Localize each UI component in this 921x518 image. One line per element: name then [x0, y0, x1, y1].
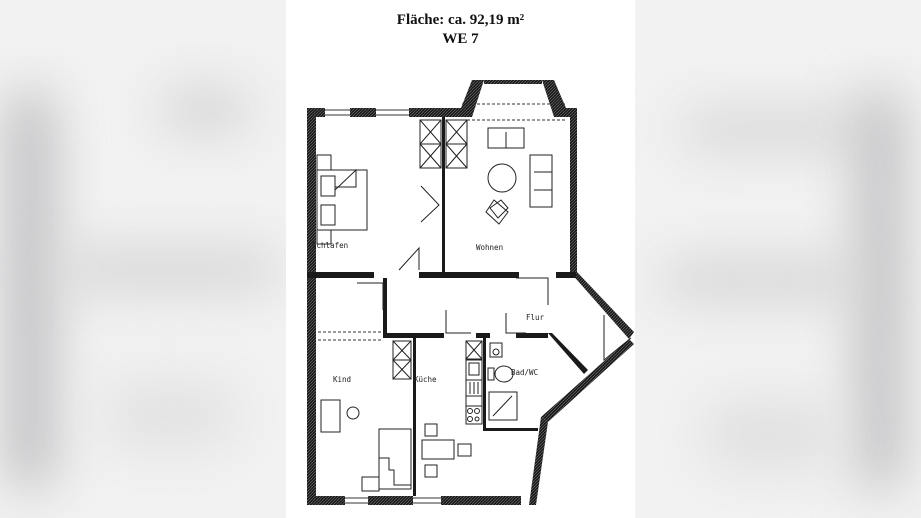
- dashed-lines: [318, 103, 566, 341]
- doors: [357, 185, 632, 362]
- living-furniture: [485, 127, 553, 225]
- room-labels: Schlafen Wohnen Flur Kind Küche Bad/WC: [312, 241, 545, 384]
- unit-label: WE 7: [442, 31, 479, 47]
- room-label-wohnen: Wohnen: [476, 243, 503, 252]
- kitchen-furniture: [421, 359, 483, 478]
- bed: [316, 154, 368, 245]
- room-label-kueche: Küche: [414, 375, 437, 384]
- floor-plan-sheet: Fläche: ca. 92,19 m² WE 7: [286, 0, 635, 518]
- room-label-flur: Flur: [526, 313, 545, 322]
- kids-room-furniture: [320, 399, 412, 492]
- windows: [325, 109, 441, 504]
- bathroom-fixtures: [487, 342, 518, 421]
- area-label: Fläche: ca. 92,19 m²: [396, 12, 525, 28]
- interior-walls: [307, 117, 588, 496]
- outer-walls: [307, 80, 634, 505]
- built-in-cabinets: [392, 119, 483, 380]
- room-label-kind: Kind: [333, 375, 351, 384]
- room-label-schlafen: Schlafen: [312, 241, 348, 250]
- floor-plan-drawing: Schlafen Wohnen Flur Kind Küche Bad/WC: [307, 80, 634, 505]
- room-label-bad: Bad/WC: [511, 368, 538, 377]
